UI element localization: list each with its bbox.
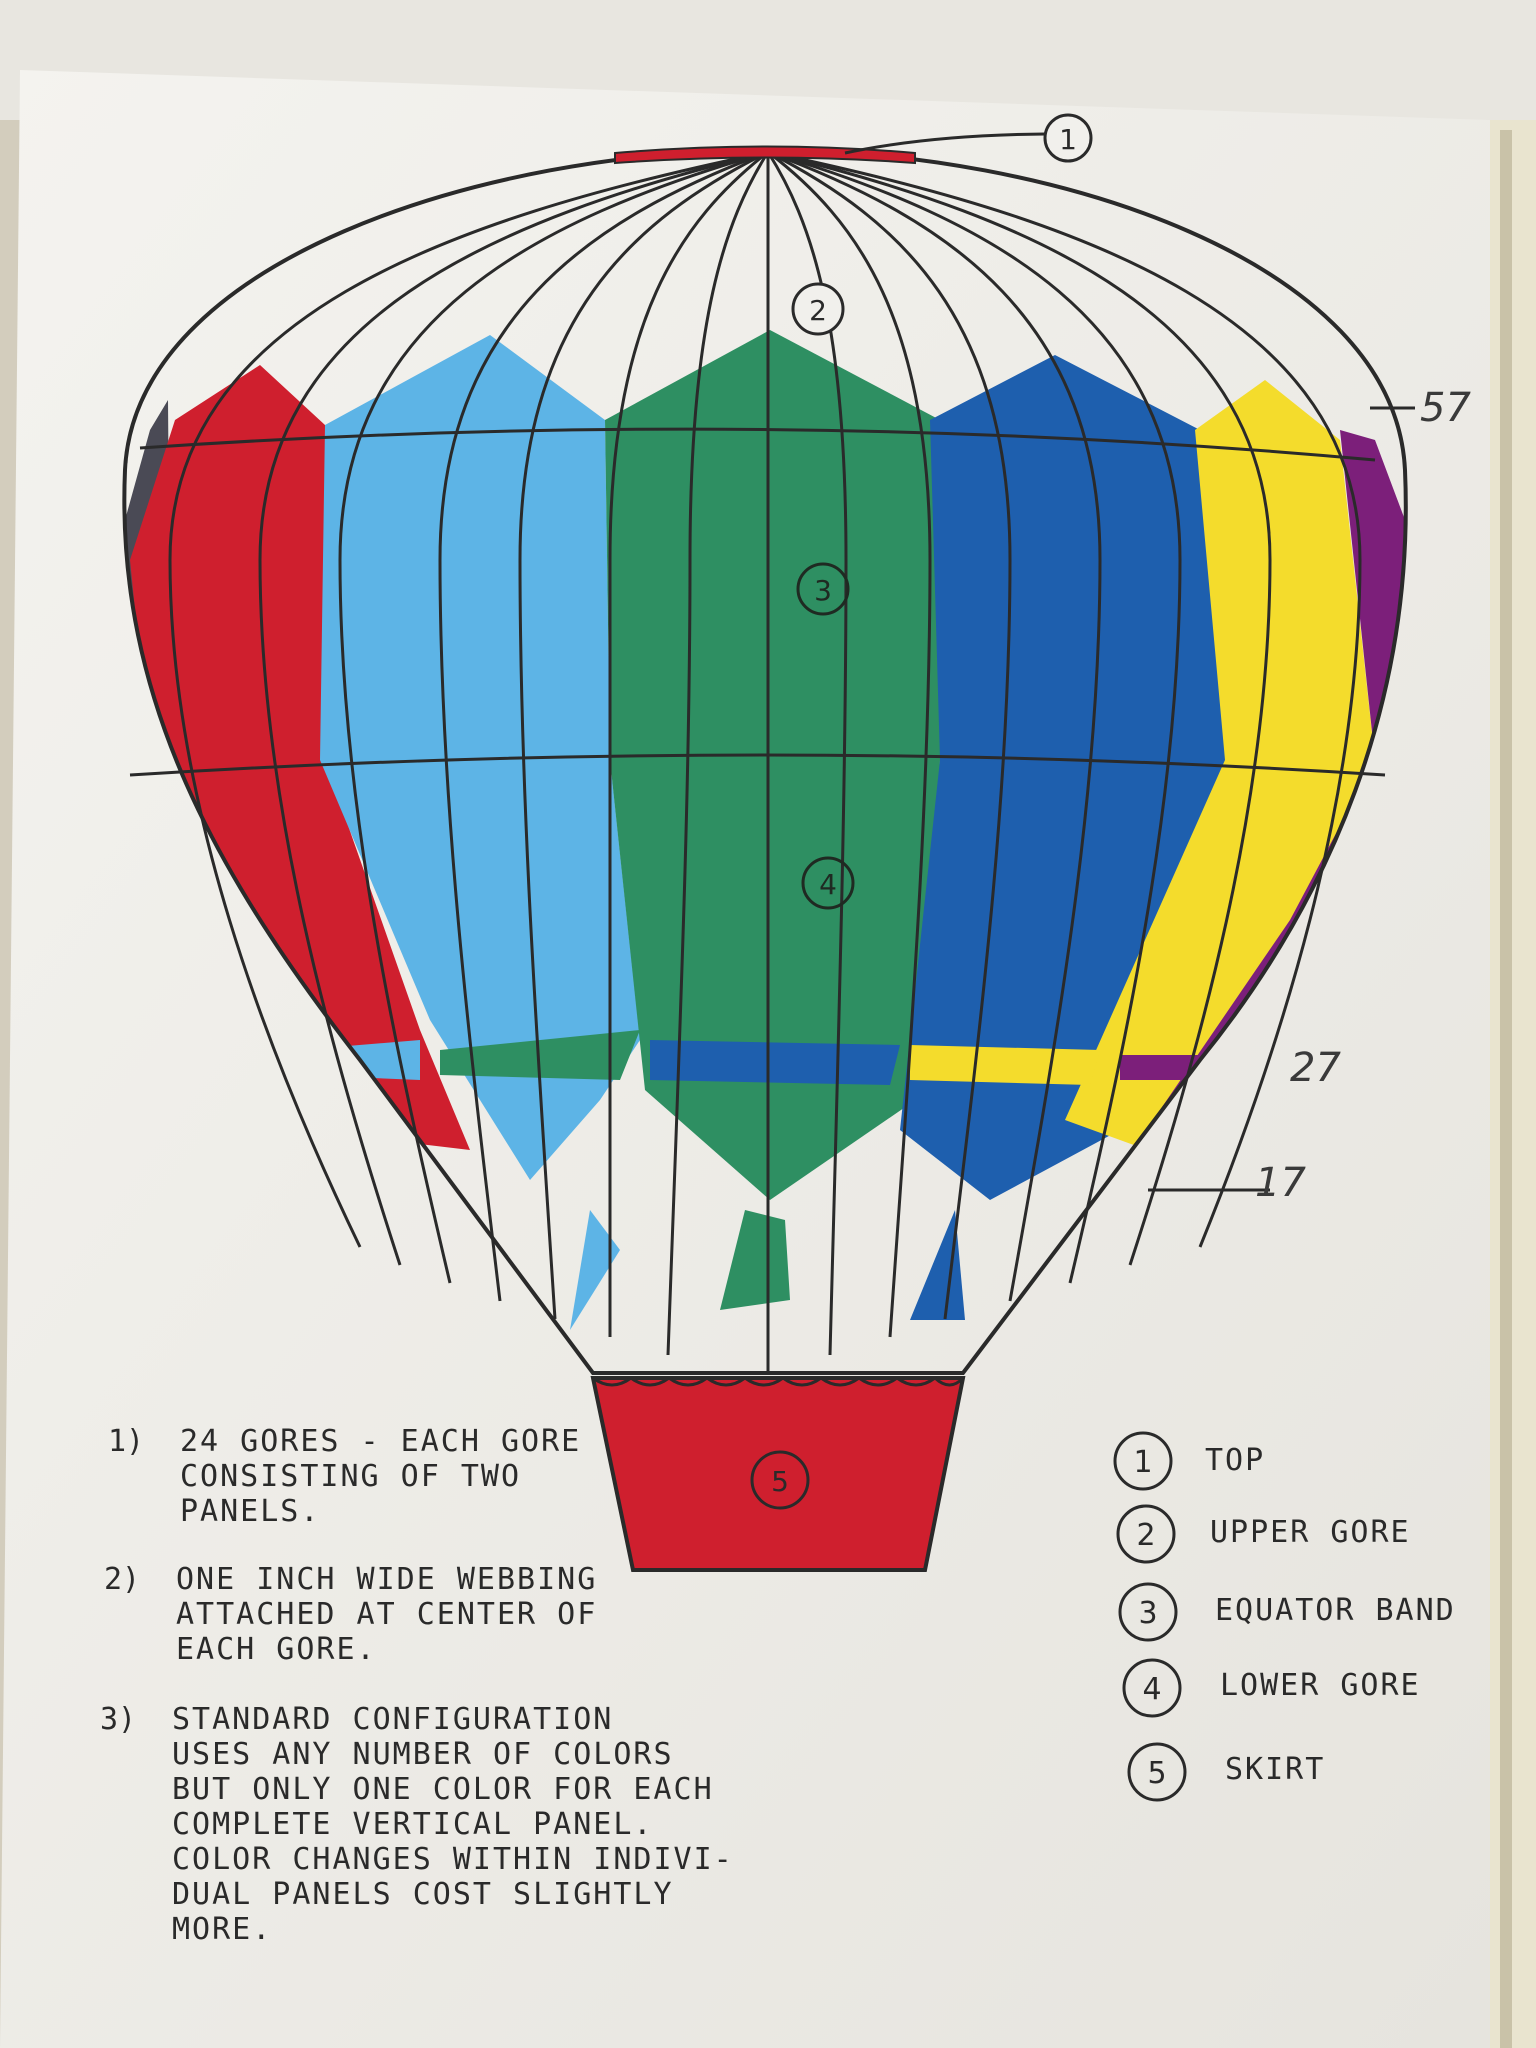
callout-top: 1 bbox=[1043, 113, 1093, 163]
legend-marker: 3 bbox=[1118, 1582, 1178, 1642]
gore-line bbox=[518, 150, 769, 1320]
legend-marker: 1 bbox=[1113, 1431, 1173, 1491]
legend-label-upper-gore: UPPER GORE bbox=[1210, 1515, 1411, 1550]
legend-label-skirt: SKIRT bbox=[1225, 1752, 1326, 1787]
legend-number: 3 bbox=[1138, 1596, 1157, 1631]
handwritten-17: 17 bbox=[1255, 1160, 1306, 1206]
gore-line bbox=[767, 150, 932, 1338]
gore-line bbox=[666, 151, 770, 1356]
note-1-number: 1) bbox=[108, 1424, 145, 1459]
legend-number: 4 bbox=[1142, 1672, 1161, 1707]
callout-skirt: 5 bbox=[750, 1450, 810, 1510]
band-line bbox=[139, 427, 1376, 462]
svg-text:1: 1 bbox=[1059, 123, 1077, 156]
legend-number: 5 bbox=[1147, 1756, 1166, 1791]
callout-lower-gore: 4 bbox=[801, 856, 855, 910]
gore-line bbox=[338, 150, 769, 1284]
svg-text:5: 5 bbox=[771, 1465, 789, 1498]
callout-leader-top bbox=[844, 132, 1046, 155]
legend-number: 1 bbox=[1133, 1445, 1152, 1480]
handwritten-57: 57 bbox=[1420, 385, 1471, 431]
gore-line bbox=[258, 150, 769, 1266]
gore-line bbox=[767, 150, 1182, 1284]
legend-marker: 2 bbox=[1116, 1504, 1176, 1564]
gore-line bbox=[767, 150, 1012, 1320]
gore-line bbox=[608, 150, 769, 1337]
gore-line bbox=[766, 151, 848, 1356]
gore-line bbox=[767, 150, 1102, 1302]
callout-equator-band: 3 bbox=[796, 562, 850, 616]
legend-label-top: TOP bbox=[1205, 1443, 1266, 1478]
panel-light-blue bbox=[320, 335, 640, 1180]
band-line bbox=[129, 753, 1386, 777]
top-cap bbox=[614, 145, 916, 165]
svg-text:4: 4 bbox=[819, 868, 837, 901]
gore-line bbox=[767, 150, 1272, 1266]
legend-label-lower-gore: LOWER GORE bbox=[1220, 1668, 1421, 1703]
legend-circles: 1 2 3 4 5 bbox=[1113, 1431, 1187, 1802]
page-edge-right bbox=[1490, 120, 1536, 2048]
legend-number: 2 bbox=[1136, 1518, 1155, 1553]
legend-marker: 5 bbox=[1127, 1742, 1187, 1802]
gore-line bbox=[168, 150, 769, 1248]
callout-upper-gore: 2 bbox=[791, 282, 845, 336]
balloon-outline bbox=[122, 147, 1408, 1375]
gore-line bbox=[767, 150, 1362, 1248]
note-2-number: 2) bbox=[104, 1562, 141, 1597]
gore-lines bbox=[129, 150, 1386, 1373]
gore-line bbox=[438, 150, 769, 1302]
note-3-text: STANDARD CONFIGURATION USES ANY NUMBER O… bbox=[172, 1702, 734, 1947]
svg-text:3: 3 bbox=[814, 574, 832, 607]
panel-purple bbox=[1160, 430, 1405, 1110]
handwritten-27: 27 bbox=[1290, 1045, 1341, 1091]
svg-text:2: 2 bbox=[809, 294, 827, 327]
note-3-number: 3) bbox=[100, 1702, 137, 1737]
note-1-text: 24 GORES - EACH GORE CONSISTING OF TWO P… bbox=[180, 1424, 582, 1529]
legend-label-equator-band: EQUATOR BAND bbox=[1215, 1593, 1456, 1628]
legend-marker: 4 bbox=[1122, 1658, 1182, 1718]
skirt-basket bbox=[590, 1376, 966, 1572]
note-2-text: ONE INCH WIDE WEBBING ATTACHED AT CENTER… bbox=[176, 1562, 598, 1667]
